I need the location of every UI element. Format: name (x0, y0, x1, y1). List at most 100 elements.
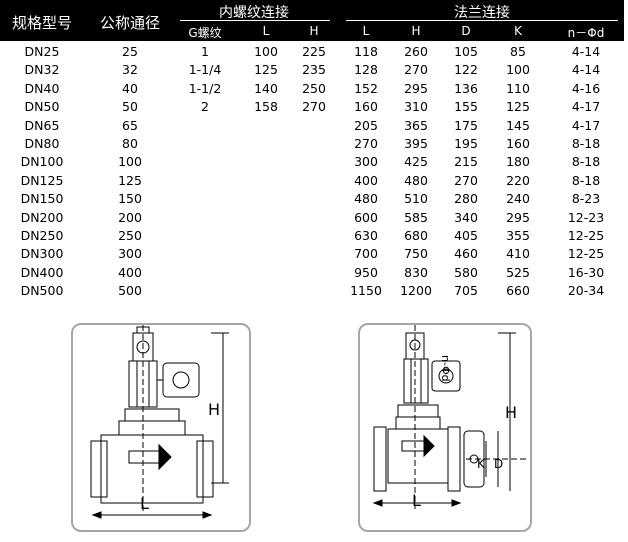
cell-fl: 160 (354, 99, 378, 115)
header-thread-h: H (309, 24, 319, 38)
cell-th (294, 172, 334, 190)
cell-k: 355 (506, 228, 530, 243)
cell-fh: 365 (404, 117, 428, 133)
header-flange-l: L (362, 24, 370, 38)
flange-dim-d-label: D (494, 457, 504, 471)
cell-g (172, 245, 238, 263)
cell-k: 145 (506, 117, 530, 133)
cell-fh: 270 (404, 62, 428, 78)
cell-d: 270 (454, 172, 478, 188)
cell-fh: 585 (404, 209, 428, 225)
cell-nd: 12-25 (567, 228, 605, 243)
cell-fl: 600 (354, 209, 378, 225)
cell-d: 215 (454, 154, 478, 170)
cell-model: DN100 (20, 154, 64, 170)
cell-dn: 100 (118, 154, 142, 170)
cell-d: 340 (454, 209, 478, 225)
cell-fh: 395 (404, 136, 428, 151)
cell-tl (246, 227, 286, 245)
cell-g (172, 190, 238, 208)
cell-dn: 200 (118, 209, 142, 225)
cell-th: 235 (302, 62, 326, 78)
cell-k: 410 (506, 246, 530, 262)
cell-d: 175 (454, 117, 478, 133)
cell-dn: 80 (122, 136, 138, 151)
cell-model: DN40 (24, 80, 60, 96)
flange-dim-nd-label: n-Φd (439, 355, 452, 382)
cell-g: 1-1/2 (188, 80, 222, 96)
cell-tl: 100 (254, 44, 278, 59)
cell-fl: 128 (354, 62, 378, 78)
cell-th (294, 227, 334, 245)
cell-fh: 295 (404, 80, 428, 96)
cell-d: 280 (454, 191, 478, 207)
cell-nd: 4-14 (571, 62, 601, 78)
cell-k: 220 (506, 172, 530, 188)
header-d: D (461, 24, 471, 38)
cell-model: DN150 (20, 191, 64, 207)
header-flange-h: H (411, 24, 421, 38)
flange-valve-drawing (372, 325, 526, 509)
cell-tl (246, 209, 286, 227)
cell-g (172, 264, 238, 282)
cell-model: DN500 (20, 283, 64, 299)
cell-tl (246, 264, 286, 282)
cell-d: 705 (454, 283, 478, 299)
cell-model: DN25 (24, 44, 60, 59)
cell-dn: 150 (118, 191, 142, 207)
flange-dim-l-label: L (412, 491, 421, 510)
header-k: K (514, 24, 522, 38)
cell-fl: 950 (354, 264, 378, 280)
cell-model: DN125 (20, 172, 64, 188)
cell-tl: 140 (254, 80, 278, 96)
cell-fh: 260 (404, 44, 428, 59)
cell-nd: 4-14 (571, 44, 601, 59)
cell-nd: 8-18 (571, 172, 601, 188)
cell-g (172, 117, 238, 135)
cell-k: 525 (506, 264, 530, 280)
cell-tl (246, 282, 286, 300)
cell-model: DN80 (24, 136, 60, 151)
cell-fh: 750 (404, 246, 428, 262)
cell-th (294, 282, 334, 300)
cell-th (294, 135, 334, 153)
cell-d: 580 (454, 264, 478, 280)
cell-fl: 630 (354, 228, 378, 243)
cell-nd: 12-23 (567, 209, 605, 225)
header-thread-group: 内螺纹连接 (219, 5, 289, 21)
cell-k: 660 (506, 283, 530, 299)
flange-dim-k-label: K (477, 457, 485, 471)
cell-th: 225 (302, 44, 326, 59)
cell-fl: 270 (354, 136, 378, 151)
header-thread-l: L (262, 24, 270, 38)
cell-model: DN250 (20, 228, 64, 243)
cell-tl (246, 153, 286, 171)
cell-dn: 32 (122, 62, 138, 78)
cell-th (294, 117, 334, 135)
cell-tl (246, 172, 286, 190)
cell-g (172, 209, 238, 227)
cell-dn: 500 (118, 283, 142, 299)
cell-th: 250 (302, 80, 326, 96)
cell-k: 240 (506, 191, 530, 207)
cell-tl: 125 (254, 62, 278, 78)
cell-model: DN32 (24, 62, 60, 78)
header-flange-divider (346, 20, 618, 21)
cell-fl: 118 (354, 44, 378, 59)
cell-dn: 65 (122, 117, 138, 133)
thread-dim-h-label: H (208, 400, 221, 419)
cell-dn: 40 (122, 80, 138, 96)
thread-dim-l-label: L (140, 494, 149, 513)
cell-th: 270 (302, 99, 326, 115)
cell-th (294, 153, 334, 171)
cell-fl: 300 (354, 154, 378, 170)
